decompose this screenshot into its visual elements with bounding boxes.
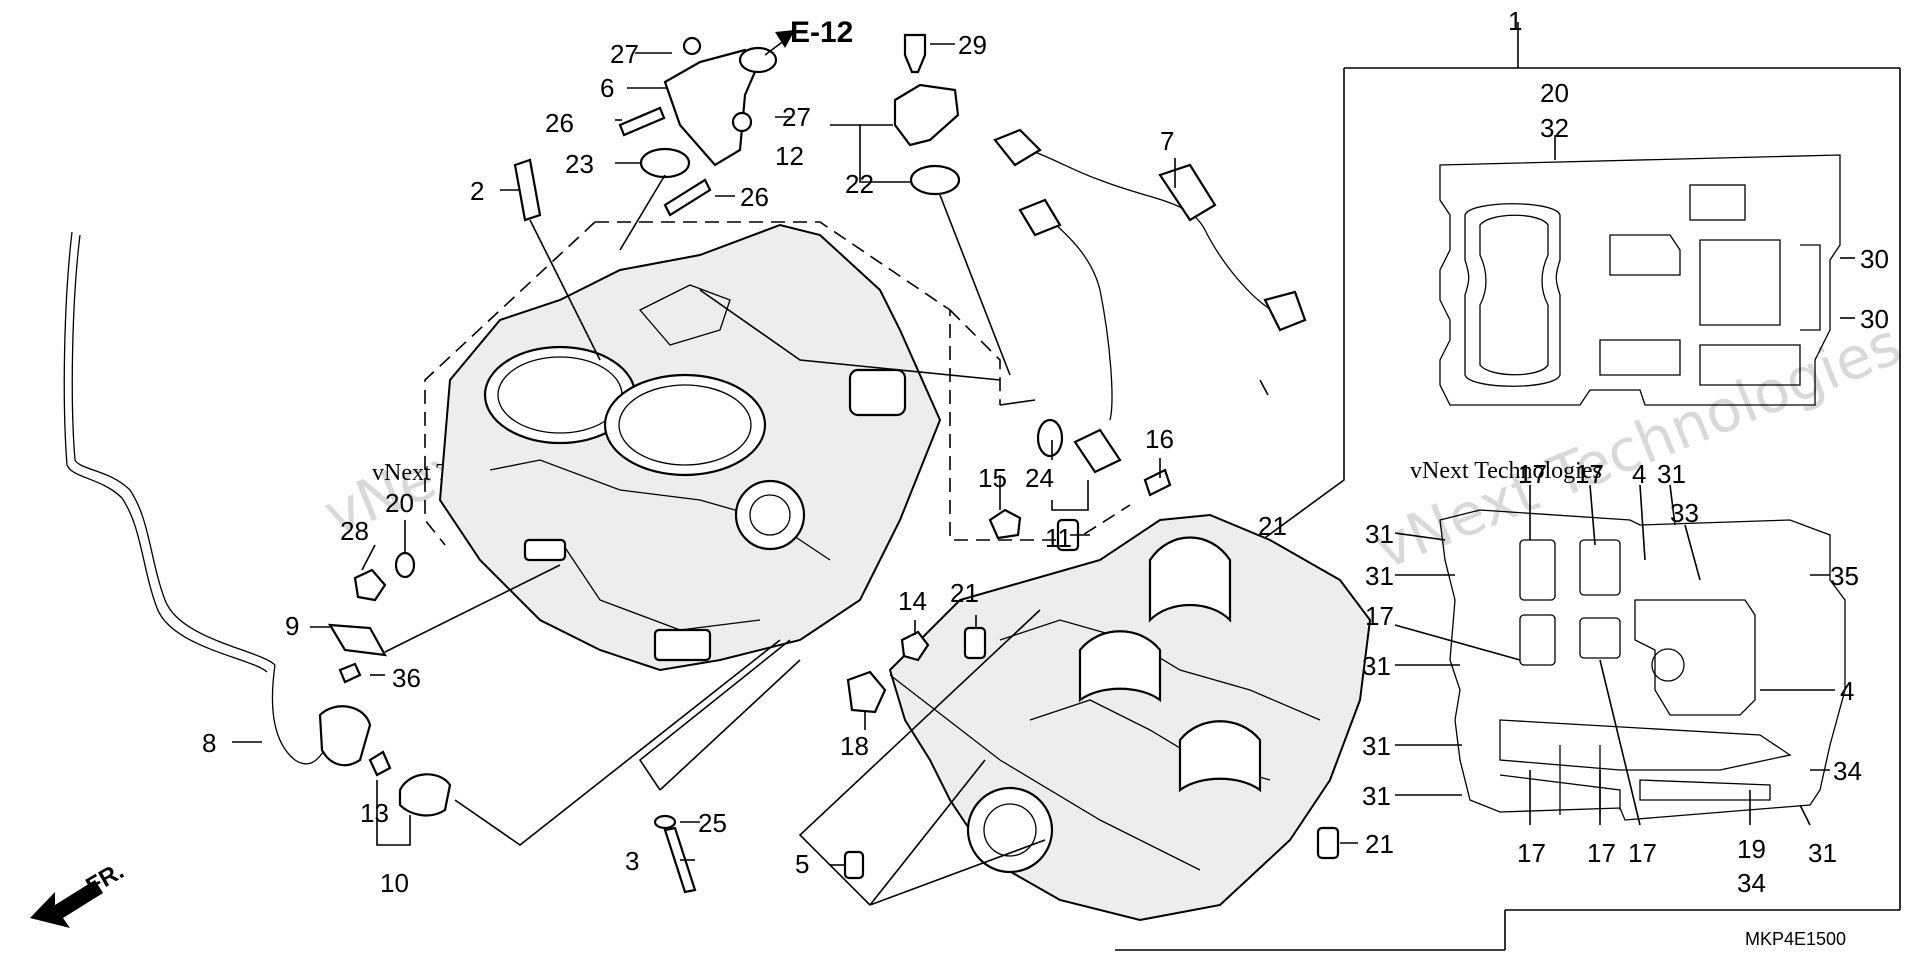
callout-30: 30 bbox=[1860, 244, 1889, 274]
callout-21: 21 bbox=[950, 578, 979, 608]
callout-31: 31 bbox=[1365, 561, 1394, 591]
callout-31: 31 bbox=[1362, 781, 1391, 811]
callout-28: 28 bbox=[340, 516, 369, 546]
callout-29: 29 bbox=[958, 30, 987, 60]
callout-16: 16 bbox=[1145, 424, 1174, 454]
callout-17: 17 bbox=[1587, 838, 1616, 868]
upper-gasket-outline bbox=[1439, 154, 1841, 406]
callout-30: 30 bbox=[1860, 304, 1889, 334]
callout-23: 23 bbox=[565, 149, 594, 179]
callout-labels: 1 2 3 5 6 7 8 9 10 11 12 13 14 15 16 18 … bbox=[202, 6, 1889, 898]
callout-26: 26 bbox=[740, 182, 769, 212]
callout-17: 17 bbox=[1517, 838, 1546, 868]
callout-34: 34 bbox=[1737, 868, 1766, 898]
leader-lines bbox=[232, 43, 1855, 906]
lower-gasket-outline bbox=[1439, 509, 1846, 821]
callout-14: 14 bbox=[898, 586, 927, 616]
callout-9: 9 bbox=[285, 611, 299, 641]
bolt-2 bbox=[513, 158, 542, 222]
callout-1: 1 bbox=[1508, 6, 1522, 36]
callout-15: 15 bbox=[978, 463, 1007, 493]
watermark: vNext Technologies bbox=[1365, 310, 1910, 583]
callout-17: 17 bbox=[1628, 838, 1657, 868]
callout-31: 31 bbox=[1808, 838, 1837, 868]
callout-19: 19 bbox=[1737, 834, 1766, 864]
callout-8: 8 bbox=[202, 728, 216, 758]
callout-10: 10 bbox=[380, 868, 409, 898]
oil-tube bbox=[63, 231, 372, 767]
callout-21: 21 bbox=[1258, 511, 1287, 541]
callout-11: 11 bbox=[1045, 523, 1072, 553]
callout-17: 17 bbox=[1518, 459, 1547, 489]
callout-27: 27 bbox=[610, 39, 639, 69]
reference-label: E-12 bbox=[790, 16, 853, 49]
callout-17: 17 bbox=[1575, 459, 1604, 489]
reference-arrow: E-12 bbox=[764, 16, 853, 56]
callout-4: 4 bbox=[1840, 676, 1854, 706]
callout-31: 31 bbox=[1362, 651, 1391, 681]
callout-36: 36 bbox=[392, 663, 421, 693]
callout-26: 26 bbox=[545, 108, 574, 138]
front-direction-arrow-icon: FR. bbox=[30, 857, 128, 928]
watermark-text: vNext Technologies bbox=[1410, 458, 1602, 484]
water-joint-6 bbox=[663, 48, 762, 167]
callout-27: 27 bbox=[782, 102, 811, 132]
callout-4: 4 bbox=[1632, 459, 1646, 489]
callout-21: 21 bbox=[1365, 829, 1394, 859]
diagram-code: MKP4E1500 bbox=[1745, 929, 1846, 949]
callout-13: 13 bbox=[360, 798, 389, 828]
upper-case-frame bbox=[424, 221, 1131, 546]
callout-7: 7 bbox=[1160, 126, 1174, 156]
callout-32: 32 bbox=[1540, 113, 1569, 143]
small-parts bbox=[327, 33, 1340, 894]
callout-3: 3 bbox=[625, 846, 639, 876]
callout-35: 35 bbox=[1830, 561, 1859, 591]
callout-33: 33 bbox=[1670, 498, 1699, 528]
callout-31: 31 bbox=[1362, 731, 1391, 761]
callout-12: 12 bbox=[775, 141, 804, 171]
upper-crankcase bbox=[438, 223, 942, 672]
callout-5: 5 bbox=[795, 849, 809, 879]
callout-6: 6 bbox=[600, 73, 614, 103]
callout-31: 31 bbox=[1657, 459, 1686, 489]
callout-24: 24 bbox=[1025, 463, 1054, 493]
callout-25: 25 bbox=[698, 808, 727, 838]
arrow-head-icon bbox=[775, 30, 795, 48]
callout-18: 18 bbox=[840, 731, 869, 761]
callout-20: 20 bbox=[1540, 78, 1569, 108]
lower-crankcase bbox=[888, 513, 1372, 922]
callout-22: 22 bbox=[845, 169, 874, 199]
callout-20: 20 bbox=[385, 488, 414, 518]
callout-2: 2 bbox=[470, 176, 484, 206]
callout-31: 31 bbox=[1365, 519, 1394, 549]
callout-34: 34 bbox=[1833, 756, 1862, 786]
callout-17: 17 bbox=[1365, 601, 1394, 631]
